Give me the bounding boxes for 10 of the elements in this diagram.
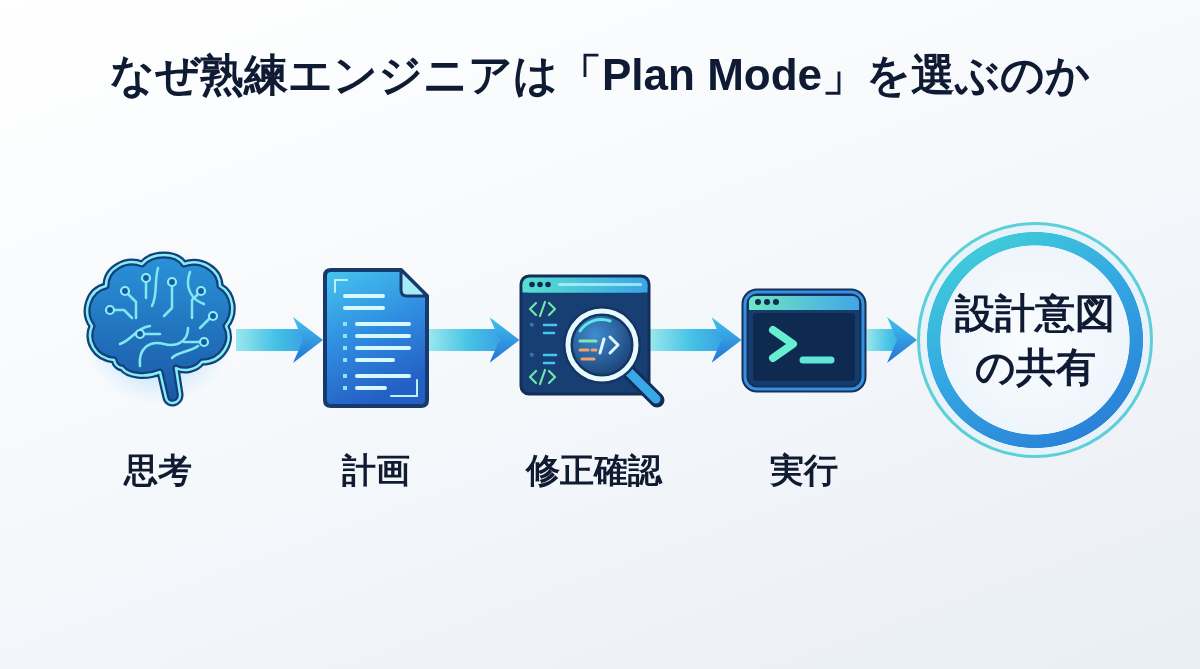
title: なぜ熟練エンジニアは「Plan Mode」を選ぶのか xyxy=(109,49,1091,101)
arrow xyxy=(236,317,323,363)
arrow xyxy=(429,317,520,363)
arrow xyxy=(650,317,742,363)
step-label: 計画 xyxy=(342,450,410,490)
step-label: 修正確認 xyxy=(526,450,662,490)
step-label: 思考 xyxy=(124,450,192,490)
step-label: 実行 xyxy=(770,450,838,490)
arrow xyxy=(866,317,917,363)
circle-node: 設計意図の共有 xyxy=(917,222,1153,458)
